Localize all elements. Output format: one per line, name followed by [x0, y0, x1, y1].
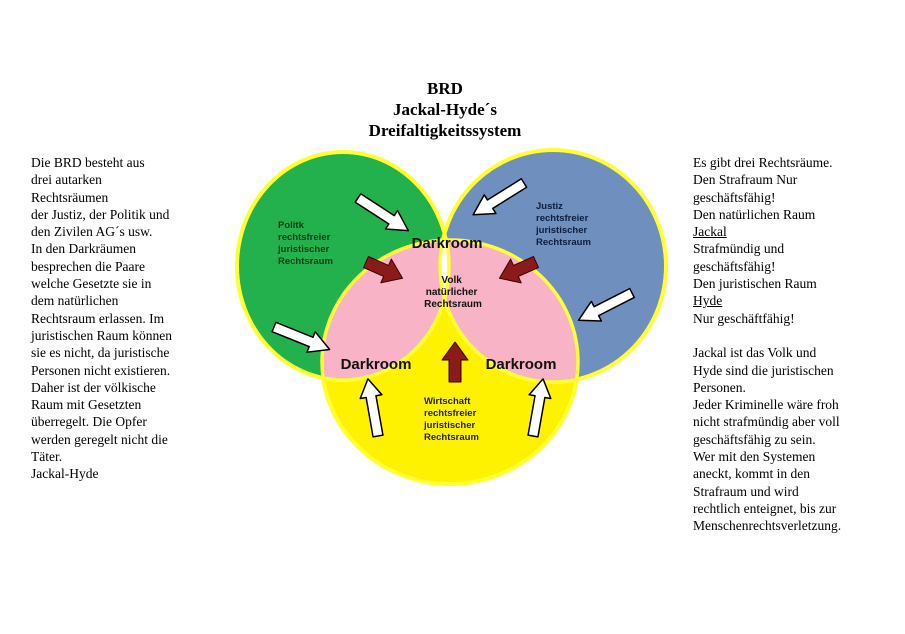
arrow-white-top-right	[472, 178, 528, 216]
right-line: Den Strafraum Nur	[693, 172, 798, 188]
politik-label-line: Rechtsraum	[278, 256, 333, 267]
right-line: Es gibt drei Rechtsräume.	[693, 155, 833, 170]
title-line-3: Dreifaltigkeitssystem	[368, 121, 522, 140]
left-line: Rechtsräumen	[31, 189, 109, 205]
right-line: Strafmündig und	[693, 241, 785, 257]
darkroom-right-label: Darkroom	[486, 356, 557, 373]
right-line: nicht strafmündig aber voll	[693, 414, 840, 430]
arrow-red-bottom	[441, 341, 469, 383]
right-line: rechtlich enteignet, bis zur	[693, 500, 837, 516]
wirtschaft-label-line: Wirtschaft	[424, 396, 471, 407]
darkroom-left-region	[322, 240, 449, 380]
arrow-white-bottom-right	[527, 378, 552, 438]
left-line: Raum mit Gesetzten	[31, 397, 142, 413]
right-line: Hyde sind die juristischen	[693, 362, 834, 378]
left-line: drei autarken	[31, 172, 102, 188]
red-arrows	[363, 256, 539, 383]
arrow-red-left	[363, 256, 404, 284]
politik-label-line: juristischer	[277, 244, 330, 255]
left-line: der Justiz, der Politik und	[31, 206, 170, 222]
darkroom-top-label: Darkroom	[412, 235, 483, 252]
wirtschaft-outline	[320, 238, 580, 486]
arrow-white-top-left	[354, 193, 410, 232]
left-line: juristischen Raum können	[31, 327, 172, 343]
wirtschaft-label-line: juristischer	[423, 420, 476, 431]
right-line: Den natürlichen Raum	[693, 206, 816, 222]
title-line-2: Jackal-Hyde´s	[393, 100, 497, 119]
politik-label-line: rechtsfreier	[278, 232, 331, 243]
left-line: den Zivilen AG´s usw.	[31, 224, 153, 240]
left-line: Die BRD besteht aus	[31, 155, 145, 170]
right-line: Strafraum und wird	[693, 483, 799, 499]
politik-label: Politk rechtsfreier juristischer Rechtsr…	[277, 220, 333, 267]
center-label: Volk natürlicher Rechtsraum	[424, 275, 482, 310]
title-line-1: BRD	[427, 79, 463, 98]
left-line: Personen nicht existieren.	[31, 362, 171, 378]
left-line: überregelt. Die Opfer	[31, 414, 147, 430]
justiz-label: Justiz rechtsfreier juristischer Rechtsr…	[535, 201, 591, 248]
justiz-label-line: rechtsfreier	[536, 213, 589, 224]
left-line: besprechen die Paare	[31, 258, 145, 274]
wirtschaft-label-line: Rechtsraum	[424, 432, 479, 443]
left-line: werden geregelt nicht die	[31, 431, 168, 447]
right-line: Wer mit den Systemen	[693, 449, 816, 465]
left-line: welche Gesetzte sie in	[31, 276, 152, 292]
left-line: Daher ist der völkische	[31, 379, 156, 395]
right-line: Jeder Kriminelle wäre froh	[693, 397, 839, 413]
white-arrows	[271, 178, 636, 438]
right-line: Menschenrechtsverletzung.	[693, 518, 842, 534]
wirtschaft-label: Wirtschaft rechtsfreier juristischer Rec…	[423, 396, 479, 443]
arrow-red-right	[498, 256, 539, 284]
arrow-white-right	[577, 287, 636, 322]
justiz-outline	[438, 148, 668, 384]
politik-label-line: Politk	[278, 220, 305, 231]
arrow-white-left	[271, 321, 331, 353]
politik-outline	[235, 150, 451, 382]
right-line: geschäftsfähig!	[693, 258, 776, 274]
right-line: aneckt, kommt in den	[693, 466, 810, 482]
justiz-label-line: juristischer	[535, 225, 588, 236]
justiz-label-line: Rechtsraum	[536, 237, 591, 248]
right-line: Personen.	[693, 379, 746, 395]
center-label-line: Volk	[441, 275, 462, 286]
right-line: geschäftsfähig!	[693, 189, 776, 205]
darkroom-left-label: Darkroom	[341, 356, 412, 373]
left-line: In den Darkräumen	[31, 241, 136, 257]
arrow-white-bottom-left	[359, 378, 384, 438]
center-label-line: natürlicher	[426, 287, 478, 298]
left-line: Rechtsraum erlassen. Im	[31, 310, 165, 326]
left-line: Täter.	[31, 449, 63, 465]
left-line: Jackal-Hyde	[31, 466, 99, 482]
right-line-hyde: Hyde	[693, 293, 723, 309]
diagram-title: BRD Jackal-Hyde´s Dreifaltigkeitssystem	[330, 78, 560, 141]
right-line-jackal: Jackal	[693, 224, 727, 240]
right-line: geschäftsfähig zu sein.	[693, 431, 816, 447]
wirtschaft-label-line: rechtsfreier	[424, 408, 477, 419]
right-line: Nur geschäftfähig!	[693, 310, 795, 326]
right-line: Jackal ist das Volk und	[693, 345, 817, 361]
left-line: sie es nicht, da juristische	[31, 345, 170, 361]
left-line: dem natürlichen	[31, 293, 119, 309]
right-line: Den juristischen Raum	[693, 276, 817, 292]
center-label-line: Rechtsraum	[424, 299, 482, 310]
justiz-label-line: Justiz	[536, 201, 563, 212]
right-text-column: Es gibt drei Rechtsräume. Den Strafraum …	[693, 154, 893, 535]
